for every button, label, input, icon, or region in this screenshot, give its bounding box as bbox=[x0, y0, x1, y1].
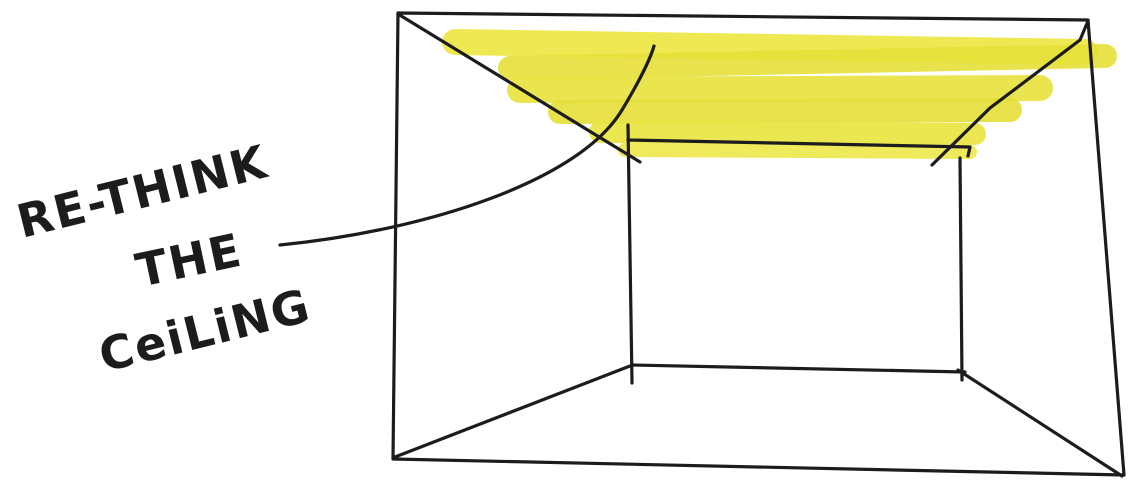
highlight-stroke bbox=[560, 110, 1010, 112]
back-wall-bottom bbox=[632, 365, 965, 372]
ceiling-highlight bbox=[455, 42, 1105, 152]
annotation: RE-THINK THE CeiLiNG bbox=[12, 134, 317, 382]
back-wall-right bbox=[960, 158, 962, 380]
floor-diagonal-left bbox=[395, 366, 630, 457]
back-wall-left bbox=[628, 125, 632, 383]
annotation-line-2: THE bbox=[131, 223, 247, 298]
highlight-stroke bbox=[600, 132, 975, 134]
highlight-stroke bbox=[520, 88, 1040, 90]
annotation-line-3: CeiLiNG bbox=[94, 278, 317, 383]
highlight-stroke bbox=[625, 150, 970, 152]
floor-diagonal-right bbox=[958, 370, 1122, 476]
highlight-stroke bbox=[510, 56, 1105, 68]
